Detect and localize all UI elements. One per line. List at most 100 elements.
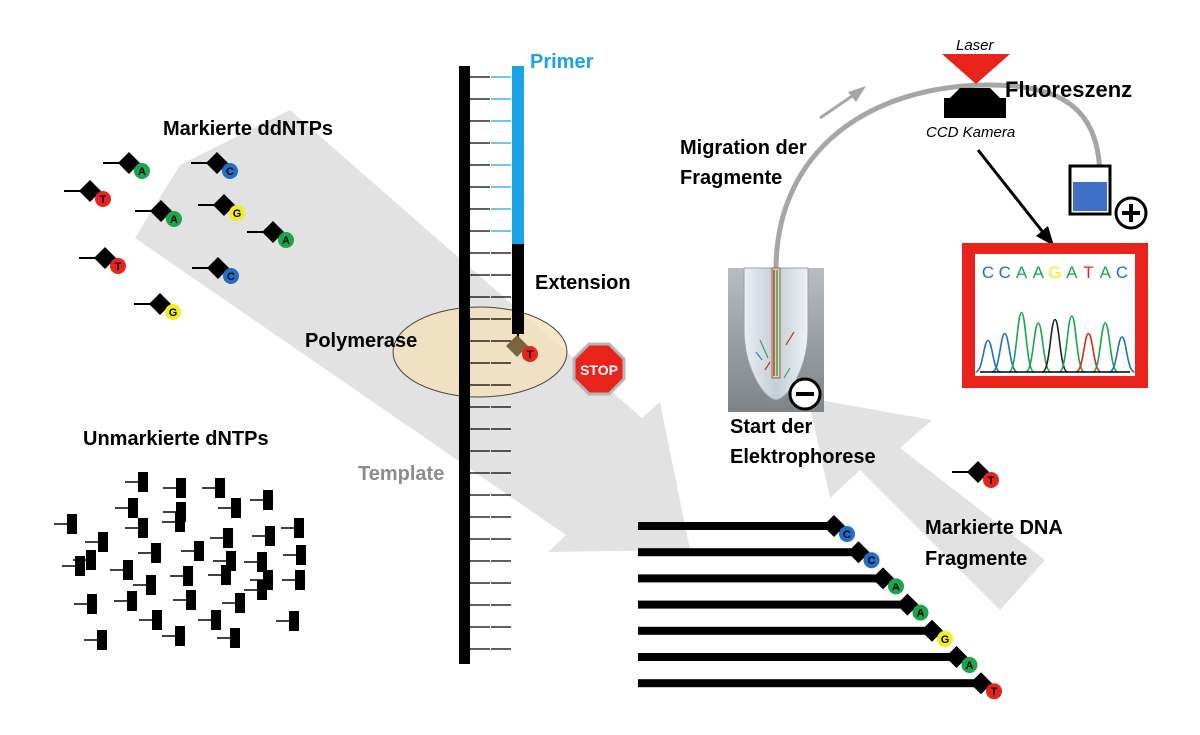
free-ddntp: T [79,247,126,274]
dntp [139,610,162,630]
dntp [138,543,161,563]
dntp [281,518,304,538]
dntp [62,556,85,576]
dntp [198,610,221,630]
start-label-line2: Elektrophorese [730,446,876,468]
dna-fragment: T [638,672,1002,700]
dntp [222,593,245,613]
template-strand [459,66,470,664]
free-ddntp: C [191,152,238,179]
readout-letter: C [1116,263,1128,282]
primer-label: Primer [530,51,594,73]
dntp [250,490,273,510]
dntp [213,551,236,571]
fragment-terminal-base: A [945,646,978,673]
dna-fragment: A [638,567,904,595]
extension-strand [512,244,524,334]
readout-letter: T [1083,263,1093,282]
laser-icon [942,54,1010,84]
dntp [114,591,137,611]
free-ddntp: T [64,180,111,207]
fragment-terminal-base: A [872,567,904,595]
dntp [173,590,196,610]
dntp [218,498,241,518]
base-letter: T [100,194,107,206]
capillary-arc [773,82,1103,273]
base-letter: G [169,307,178,319]
free-ddntp: C [192,257,239,284]
dntp [74,594,97,614]
plus-electrode [1114,196,1148,230]
fragment-terminal-base: C [847,541,880,569]
dntp [210,528,233,548]
dntp [283,545,306,565]
dntp [170,566,193,586]
dntp [85,532,108,552]
readout-peak [1058,315,1086,373]
detector-arrow-head [1036,226,1054,246]
stop-label: STOP [580,362,618,378]
ccd-camera-icon [944,88,1006,118]
base-letter: T [527,349,534,361]
unlabeled-dntps [54,472,306,650]
base-letter: T [991,686,998,698]
dntp [181,541,204,561]
dntp [133,575,156,595]
free-ddntp: A [135,200,182,227]
base-letter: C [843,529,851,541]
base-letter: A [917,608,925,620]
dntp [110,560,133,580]
markierte-dna-label-line2: Fragmente [925,548,1027,570]
free-ddntp: A [247,221,294,248]
readout-peak [1041,318,1069,373]
readout-letter: A [1100,263,1112,282]
base-letter: A [892,581,900,593]
readout-peaks [975,311,1135,373]
readout-letter: A [1066,263,1078,282]
incorporated-ddntp: T [506,335,538,362]
polymerase-ellipse [392,306,568,398]
readout-peak [1075,332,1102,373]
fragment-terminal-base: A [896,593,929,621]
incorporated-base: T [506,335,538,362]
laser-label: Laser [956,37,995,54]
readout-letter: G [1048,263,1061,282]
dntp [208,565,231,585]
extension-label: Extension [535,272,631,294]
dntp [162,626,185,646]
base-letter: A [282,235,290,247]
dntp [84,630,107,650]
base-letter: G [233,208,242,220]
base-letter: G [941,634,950,646]
dntp [252,526,275,546]
readout-letter: C [982,263,994,282]
primer-strand [512,66,524,244]
dntp [163,478,186,498]
readout-peak [1024,322,1052,373]
fluoreszenz-label: Fluoreszenz [1005,77,1132,102]
dna-fragment: A [638,593,929,621]
base-letter: C [226,166,234,178]
minus-electrode [788,377,822,411]
markierte-dna-label-line1: Markierte DNA [925,517,1063,539]
base-letter: T [115,261,122,273]
ccd-kamera-label: CCD Kamera [926,124,1015,141]
polymerase-label: Polymerase [305,330,417,352]
free-ddntp: G [134,293,181,320]
readout-letter: A [1033,263,1045,282]
dntp [217,628,240,648]
markierte-ddntps-label: Markierte ddNTPs [163,118,333,140]
free-ddntp: G [198,194,245,221]
dna-fragment: A [638,646,978,673]
dntp [125,472,148,492]
base-letter: A [966,660,974,672]
dntp [162,512,185,532]
base-letter: A [138,166,146,178]
migration-arrow [819,86,866,120]
base-letter: C [227,271,235,283]
base-letter: T [988,475,995,487]
readout-peak [1091,322,1119,373]
readout-peak [975,339,1001,373]
dntp [244,580,267,600]
